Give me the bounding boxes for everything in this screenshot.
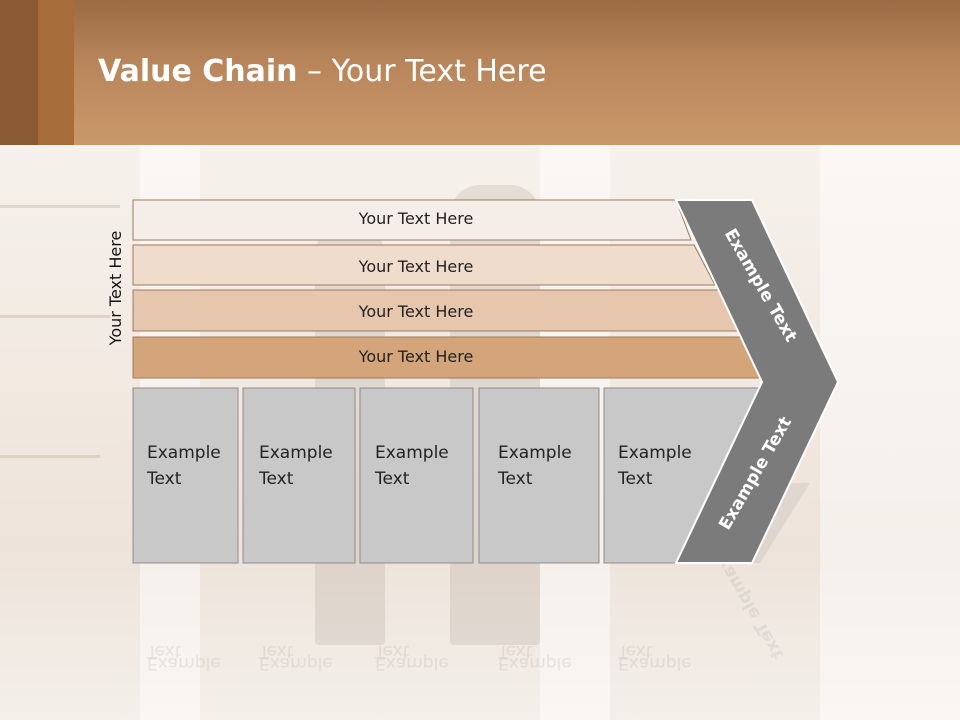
bar-2-shape <box>132 244 716 286</box>
box-1-line1: Example <box>147 443 221 463</box>
bar-4-label: Your Text Here <box>358 347 474 366</box>
box-4-line1: Example <box>498 443 572 463</box>
box-3-reflection-line1: Example <box>375 653 449 673</box>
box-2-line1: Example <box>259 443 333 463</box>
bars-group: Your Text Here Your Text Here Your Text … <box>132 199 764 379</box>
boxes-group: Example Text Example Text Example Text E… <box>132 387 761 564</box>
box-1-reflection-line2: Text <box>146 641 182 661</box>
background-railing <box>0 315 110 318</box>
bar-1-label: Your Text Here <box>358 209 474 228</box>
box-2-shape <box>242 387 356 564</box>
background-railing <box>0 205 120 208</box>
bar-1-shape <box>132 199 692 241</box>
header-band: Value Chain – Your Text Here <box>0 0 960 145</box>
chevron-arrow <box>674 199 840 564</box>
box-5-line2: Text <box>617 469 653 489</box>
box-3-reflection-line2: Text <box>374 641 410 661</box>
header-accent <box>38 0 74 145</box>
page-title: Value Chain – Your Text Here <box>98 54 547 89</box>
box-4-reflection-line1: Example <box>498 653 572 673</box>
box-3-line2: Text <box>374 469 410 489</box>
background-railing <box>0 455 100 458</box>
box-3-shape <box>359 387 474 564</box>
page-title-bold: Value Chain <box>98 54 298 89</box>
box-4-shape <box>478 387 600 564</box>
background-window <box>820 145 960 720</box>
page-title-rest: – Your Text Here <box>297 54 547 89</box>
box-4-reflection-line2: Text <box>497 641 533 661</box>
box-5-reflection-line1: Example <box>618 653 692 673</box>
box-4-line2: Text <box>497 469 533 489</box>
side-label: Your Text Here <box>106 231 125 347</box>
bar-3-label: Your Text Here <box>358 302 474 321</box>
box-1-shape <box>132 387 239 564</box>
box-3-line1: Example <box>375 443 449 463</box>
box-1-line2: Text <box>146 469 182 489</box>
box-5-line1: Example <box>618 443 692 463</box>
box-5-reflection-line2: Text <box>617 641 653 661</box>
box-2-reflection-line2: Text <box>258 641 294 661</box>
header-accent <box>0 0 38 145</box>
bar-2-label: Your Text Here <box>358 257 474 276</box>
box-2-reflection-line1: Example <box>259 653 333 673</box>
box-1-reflection-line1: Example <box>147 653 221 673</box>
box-2-line2: Text <box>258 469 294 489</box>
